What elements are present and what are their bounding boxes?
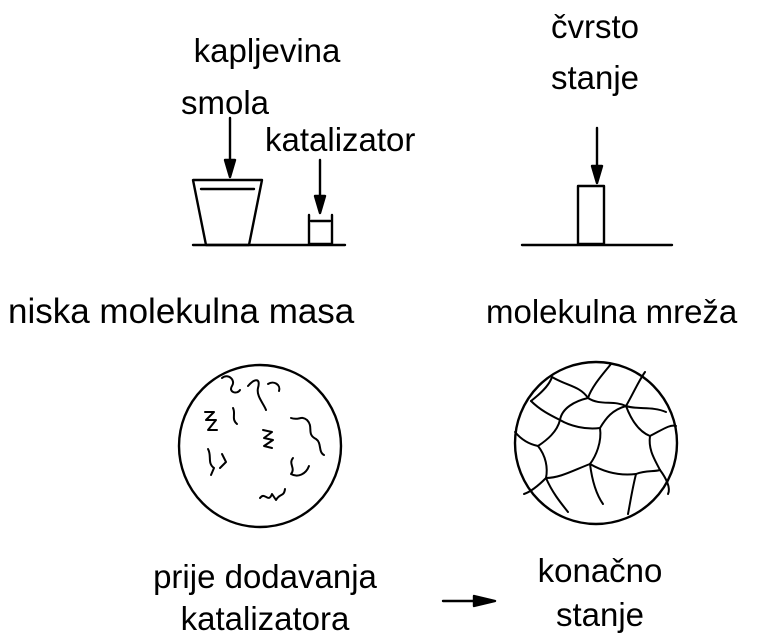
- low-molecular-circle: [177, 363, 343, 529]
- solid-state-label-line1: čvrsto: [550, 8, 639, 45]
- before-catalyst-label-line1: prije dodavanja: [153, 558, 377, 595]
- resin-arrowhead: [223, 158, 237, 179]
- molecular-network-circle: [513, 360, 679, 526]
- transition-arrowhead: [472, 594, 497, 608]
- low-molecular-mass-label: niska molekulna masa: [8, 292, 355, 331]
- solid-state-label-line2: stanje: [550, 59, 640, 96]
- solid-block: [576, 184, 606, 246]
- network-cells: [514, 363, 677, 515]
- final-state-label-line2: stanje: [555, 596, 645, 633]
- catalyst-cup: [307, 213, 334, 246]
- solid-arrowhead: [590, 164, 604, 185]
- catalyst-label: katalizator: [265, 121, 416, 158]
- molecule-chains: [204, 375, 325, 501]
- catalyst-arrowhead: [313, 194, 327, 215]
- molecular-network-label: molekulna mreža: [486, 293, 738, 330]
- liquid-state-label: kapljevina: [193, 32, 341, 69]
- resin-label: smola: [181, 84, 270, 121]
- final-state-label-line1: konačno: [537, 552, 663, 589]
- resin-beaker: [191, 178, 264, 247]
- before-catalyst-label-line2: katalizatora: [180, 600, 350, 637]
